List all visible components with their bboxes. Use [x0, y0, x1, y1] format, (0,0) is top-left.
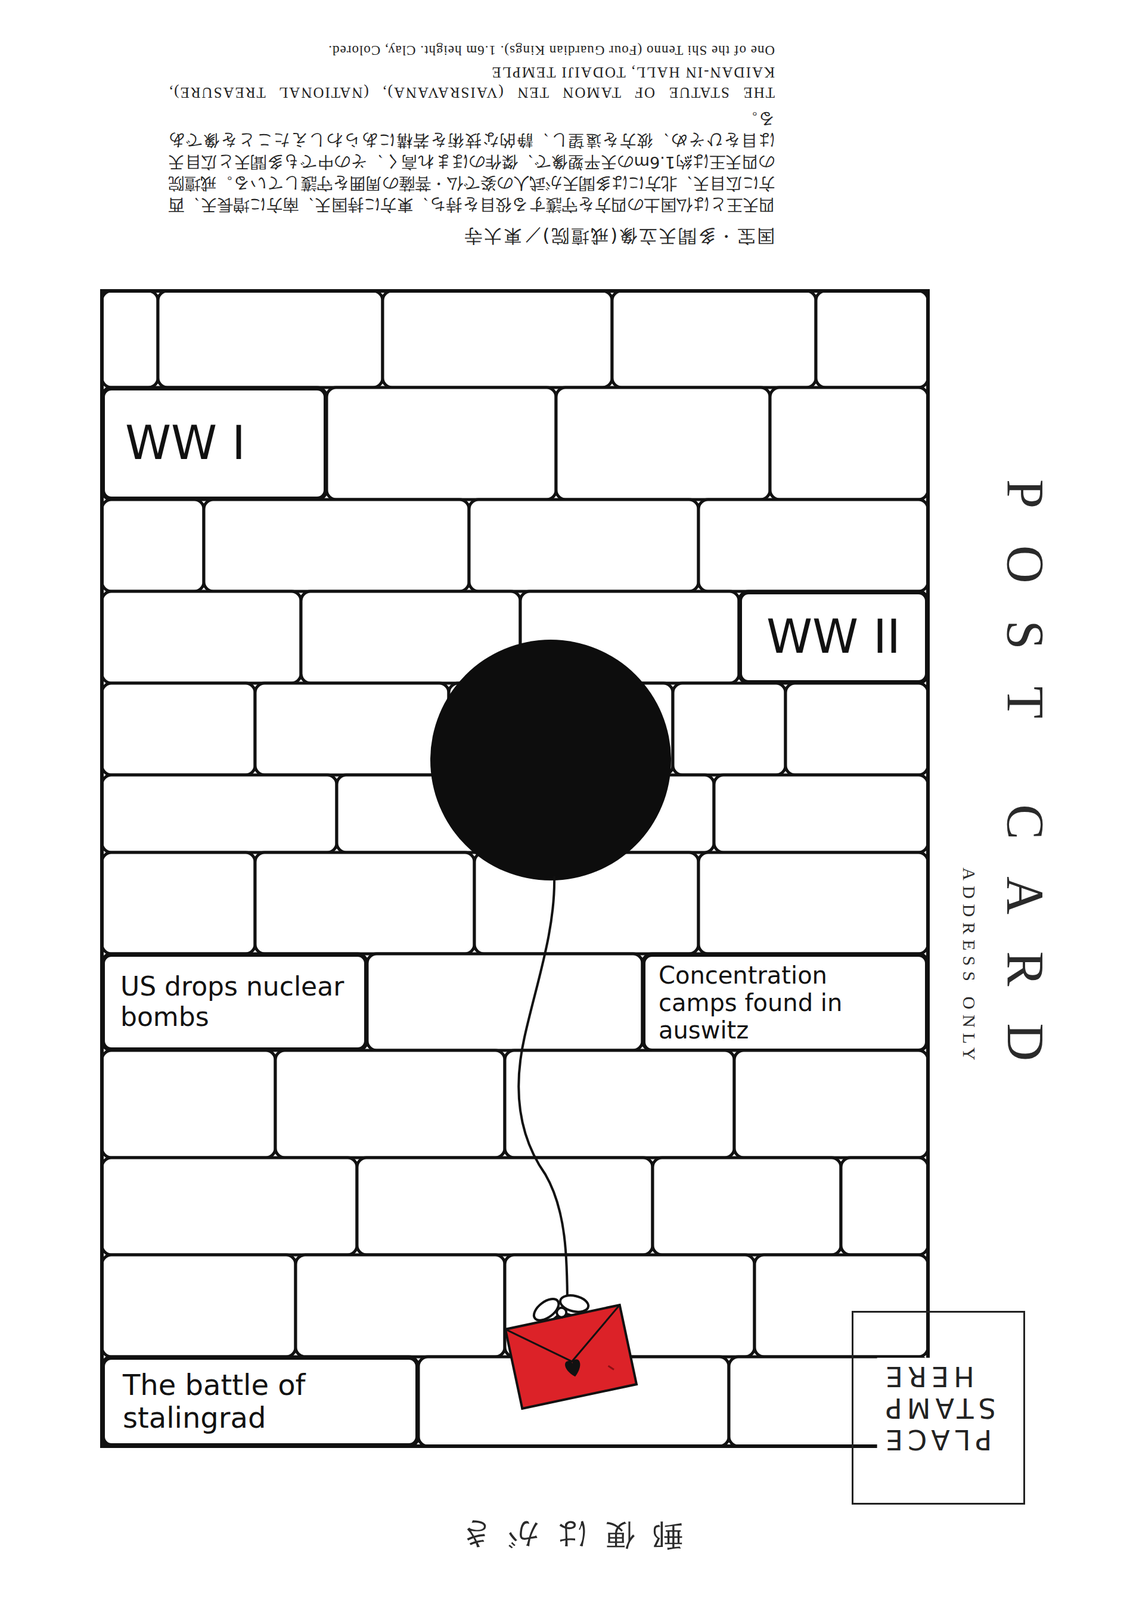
brick-label: Concentration camps found in auswitz: [658, 961, 912, 1044]
card-title: 国宝・多聞天立像(戒壇院)／東大寺: [168, 224, 775, 248]
brick: [101, 774, 337, 853]
brick: [418, 1356, 729, 1446]
brick: [326, 387, 557, 500]
bow-knot: [556, 1306, 568, 1318]
brick: [101, 953, 368, 1051]
balloon: [430, 639, 672, 881]
brick: [469, 499, 699, 592]
brick: [356, 1157, 653, 1255]
brick: [295, 1254, 505, 1357]
brick: [672, 683, 786, 775]
labeled-brick: The battle of stalingrad: [101, 1356, 419, 1446]
brick-label: WW II: [766, 610, 901, 664]
brick: [556, 387, 771, 500]
brick: [203, 499, 470, 592]
brick: [367, 953, 643, 1051]
balloon-string: [518, 876, 568, 1309]
card-description: 四天王とは仏国土の四方を守護する役目を持ち、東方に持国天、南方に増長天、西方に広…: [168, 108, 775, 216]
brick: [739, 591, 928, 684]
wall-outline: [101, 290, 928, 1446]
brick-label: The battle of stalingrad: [122, 1368, 398, 1434]
brick: [157, 290, 383, 388]
heart-seal: [564, 1358, 583, 1378]
brick: [101, 387, 327, 500]
stamp-box: PLACE STAMP HERE: [851, 1310, 1026, 1505]
brick: [101, 1050, 276, 1158]
brick: [101, 499, 204, 592]
envelope-body: [505, 1304, 637, 1409]
postcard-mark: 郵便はがき: [442, 1518, 701, 1552]
brick: [382, 290, 613, 388]
brick: [255, 852, 475, 954]
brick: [101, 1356, 419, 1446]
brick-label: US drops nuclear bombs: [120, 971, 349, 1032]
brick: [785, 683, 928, 775]
brick: [101, 1254, 296, 1357]
brick: [840, 1157, 928, 1255]
brick-label: WW I: [125, 416, 246, 471]
card-note: One of the Shi Tenno (Four Guardian King…: [168, 40, 775, 60]
labeled-brick: US drops nuclear bombs: [101, 953, 368, 1051]
brick-wall: [101, 290, 928, 1446]
postcard-heading: POST CARD: [996, 442, 1055, 1098]
brick: [101, 852, 256, 954]
labeled-brick: WW I: [101, 387, 327, 500]
brick: [770, 387, 928, 500]
brick: [713, 774, 928, 853]
brick: [101, 290, 158, 388]
brick: [734, 1050, 928, 1158]
card-caption-block: 国宝・多聞天立像(戒壇院)／東大寺 四天王とは仏国土の四方を守護する役目を持ち、東…: [168, 40, 775, 248]
brick: [101, 683, 256, 775]
brick: [652, 1157, 841, 1255]
gift-envelope: [500, 1281, 637, 1409]
envelope-mark: [608, 1364, 614, 1371]
labeled-brick: Concentration camps found in auswitz: [642, 953, 928, 1052]
brick: [698, 499, 928, 592]
brick: [255, 683, 449, 775]
labeled-brick: WW II: [739, 591, 928, 684]
brick: [612, 290, 816, 388]
brick: [101, 1157, 357, 1255]
brick: [815, 290, 928, 388]
brick: [754, 1254, 928, 1357]
brick: [698, 852, 928, 954]
brick: [504, 1050, 735, 1158]
address-note: ADDRESS ONLY: [959, 861, 980, 1066]
brick: [101, 591, 301, 684]
stamp-label: PLACE STAMP HERE: [877, 1357, 1000, 1458]
card-caption: THE STATUE OF TAMON TEN (VAISRAVANA), (N…: [168, 61, 775, 103]
brick: [275, 1050, 505, 1158]
